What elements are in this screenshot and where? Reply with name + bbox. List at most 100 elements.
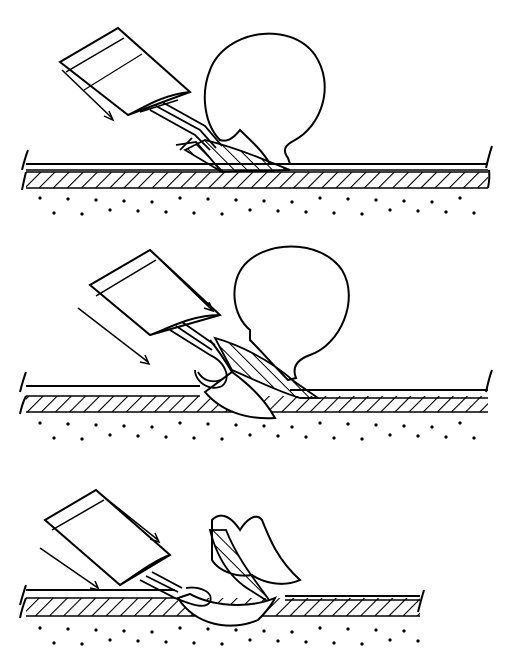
dot	[234, 628, 238, 632]
dot	[248, 208, 252, 212]
dot	[192, 641, 196, 645]
dot	[276, 639, 280, 643]
dot	[122, 629, 126, 633]
dot-pattern	[38, 626, 420, 646]
snare	[149, 101, 223, 171]
dot	[150, 425, 154, 429]
dot	[388, 433, 392, 437]
dot	[206, 197, 210, 201]
dot	[220, 437, 224, 441]
dot	[80, 437, 84, 441]
dot	[318, 626, 322, 630]
dot	[472, 436, 476, 440]
dot	[80, 212, 84, 216]
dot	[276, 209, 280, 213]
resection-flap	[176, 592, 278, 627]
dot	[234, 198, 238, 202]
dot	[346, 197, 350, 201]
dot	[360, 642, 364, 646]
dot	[206, 627, 210, 631]
dot	[248, 638, 252, 642]
panel-3	[19, 488, 425, 646]
dot	[430, 425, 434, 429]
dot	[220, 212, 224, 216]
dot	[192, 211, 196, 215]
dot	[150, 630, 154, 634]
dot	[332, 436, 336, 440]
snare-loop-icon	[169, 321, 229, 389]
dot	[374, 198, 378, 202]
dot	[150, 200, 154, 204]
dot	[178, 196, 182, 200]
dot	[164, 210, 168, 214]
dot	[108, 208, 112, 212]
dot	[346, 422, 350, 426]
dot	[332, 211, 336, 215]
dot	[444, 435, 448, 439]
panel-1	[21, 26, 493, 216]
dot	[346, 627, 350, 631]
dot	[304, 640, 308, 644]
dot	[122, 199, 126, 203]
dot	[164, 640, 168, 644]
dot	[430, 200, 434, 204]
dot	[304, 435, 308, 439]
dot	[108, 638, 112, 642]
dot	[444, 210, 448, 214]
dot	[178, 626, 182, 630]
dot	[52, 211, 56, 215]
dot	[136, 639, 140, 643]
dot	[220, 642, 224, 646]
dot	[234, 423, 238, 427]
panel-2	[19, 245, 493, 441]
dot	[136, 209, 140, 213]
dot-pattern	[38, 196, 476, 216]
resection-flap	[203, 370, 277, 420]
dot	[304, 210, 308, 214]
dot	[206, 422, 210, 426]
dot	[66, 197, 70, 201]
dot	[248, 433, 252, 437]
dot	[318, 421, 322, 425]
dot	[66, 422, 70, 426]
dot	[416, 639, 420, 643]
dot	[66, 627, 70, 631]
dot	[374, 628, 378, 632]
tissue-layer	[19, 369, 493, 415]
dot	[402, 424, 406, 428]
dot	[458, 196, 462, 200]
arrow-icon	[39, 491, 161, 592]
dot	[332, 641, 336, 645]
dot	[374, 423, 378, 427]
dot	[458, 421, 462, 425]
dot	[472, 211, 476, 215]
instrument-sheath	[58, 26, 192, 117]
instrument-sheath	[43, 488, 172, 587]
dot	[38, 626, 42, 630]
dot	[38, 196, 42, 200]
dot	[290, 425, 294, 429]
dot	[290, 630, 294, 634]
dot	[290, 200, 294, 204]
dot	[402, 199, 406, 203]
dot	[318, 196, 322, 200]
dot	[164, 435, 168, 439]
dot	[262, 424, 266, 428]
dot	[136, 434, 140, 438]
dot	[192, 436, 196, 440]
polyp-stalk	[213, 336, 321, 399]
dot	[94, 628, 98, 632]
arrow-icon	[61, 69, 115, 122]
dot	[388, 208, 392, 212]
dot-pattern	[38, 421, 476, 441]
instrument-sheath	[88, 248, 222, 337]
dot	[262, 199, 266, 203]
dot	[108, 433, 112, 437]
dot	[178, 421, 182, 425]
dot	[360, 212, 364, 216]
dot	[402, 629, 406, 633]
polyp-stalk	[183, 139, 291, 173]
arrow-icon	[77, 249, 215, 366]
